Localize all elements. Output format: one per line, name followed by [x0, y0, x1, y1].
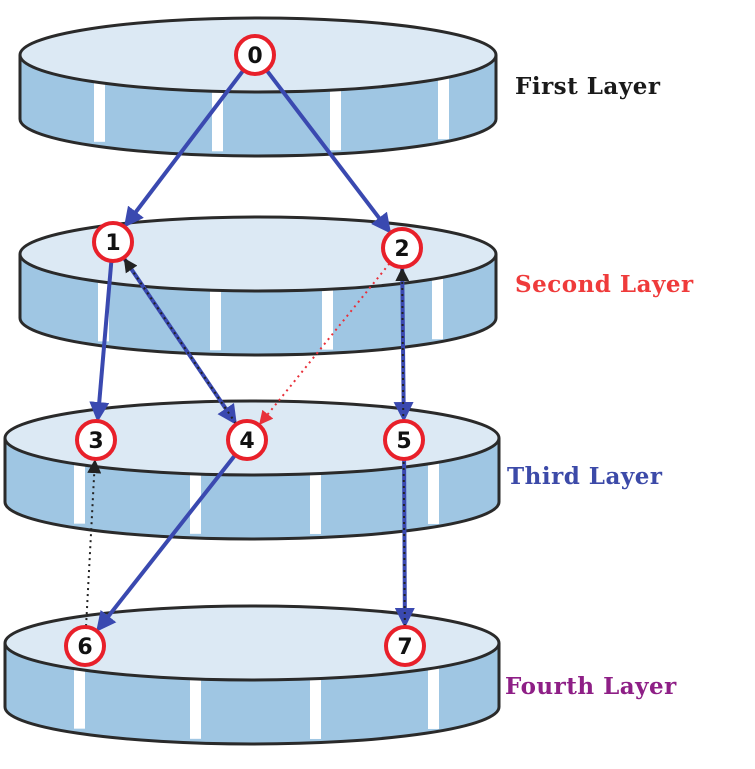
edge-1-to-4: [122, 257, 237, 426]
node-5: 5: [383, 419, 425, 461]
disk-stripe: [210, 262, 221, 351]
node-label: 0: [247, 44, 262, 69]
node-circle: [234, 34, 276, 76]
layer-disk-2: [18, 215, 498, 357]
node-label: 5: [396, 429, 411, 454]
edge-0-to-2: [265, 69, 392, 234]
layer-label-1: First Layer: [515, 73, 661, 100]
node-3: 3: [75, 419, 117, 461]
disk-stripe: [330, 63, 341, 151]
disk-stripe: [190, 446, 201, 534]
disk-stripe: [74, 446, 85, 524]
disk-outline: [3, 438, 501, 541]
disk-stripe: [322, 262, 333, 350]
node-circle: [383, 419, 425, 461]
node-2: 2: [381, 227, 423, 269]
disk-top: [3, 604, 501, 682]
node-label: 3: [88, 429, 103, 454]
disk-stripe: [98, 262, 109, 342]
node-label: 1: [105, 231, 120, 256]
disk-stripe: [428, 446, 439, 524]
disk-top: [18, 215, 498, 293]
disk-stripe: [74, 651, 85, 729]
disk-outline: [3, 643, 501, 746]
disk-stripe: [190, 651, 201, 739]
disk-stripe: [432, 262, 443, 340]
node-7: 7: [384, 625, 426, 667]
disk-outline: [18, 254, 498, 357]
node-0: 0: [234, 34, 276, 76]
layer-label-3: Third Layer: [507, 463, 663, 490]
node-circle: [384, 625, 426, 667]
disk-stripe: [94, 63, 105, 142]
edge-2-to-4: [259, 262, 391, 426]
layer-disk-3: [3, 399, 501, 541]
disk-stripe: [310, 446, 321, 534]
disk-outline: [18, 55, 498, 158]
layer-disk-4: [3, 604, 501, 746]
node-label: 6: [77, 635, 92, 660]
edge-1-to-3: [89, 261, 114, 423]
edge-0-to-1: [123, 69, 245, 228]
node-4: 4: [226, 419, 268, 461]
node-label: 2: [394, 237, 409, 262]
node-1: 1: [92, 221, 134, 263]
node-circle: [92, 221, 134, 263]
disk-stripe: [428, 651, 439, 729]
node-circle: [226, 419, 268, 461]
node-circle: [64, 625, 106, 667]
disk-stripe: [310, 651, 321, 739]
node-circle: [381, 227, 423, 269]
node-label: 7: [397, 635, 412, 660]
layer-label-4: Fourth Layer: [505, 673, 677, 700]
node-6: 6: [64, 625, 106, 667]
edge-4-to-6: [96, 454, 237, 632]
layer-label-2: Second Layer: [515, 271, 694, 298]
node-circle: [75, 419, 117, 461]
disk-stripe: [438, 63, 449, 140]
node-label: 4: [239, 429, 254, 454]
